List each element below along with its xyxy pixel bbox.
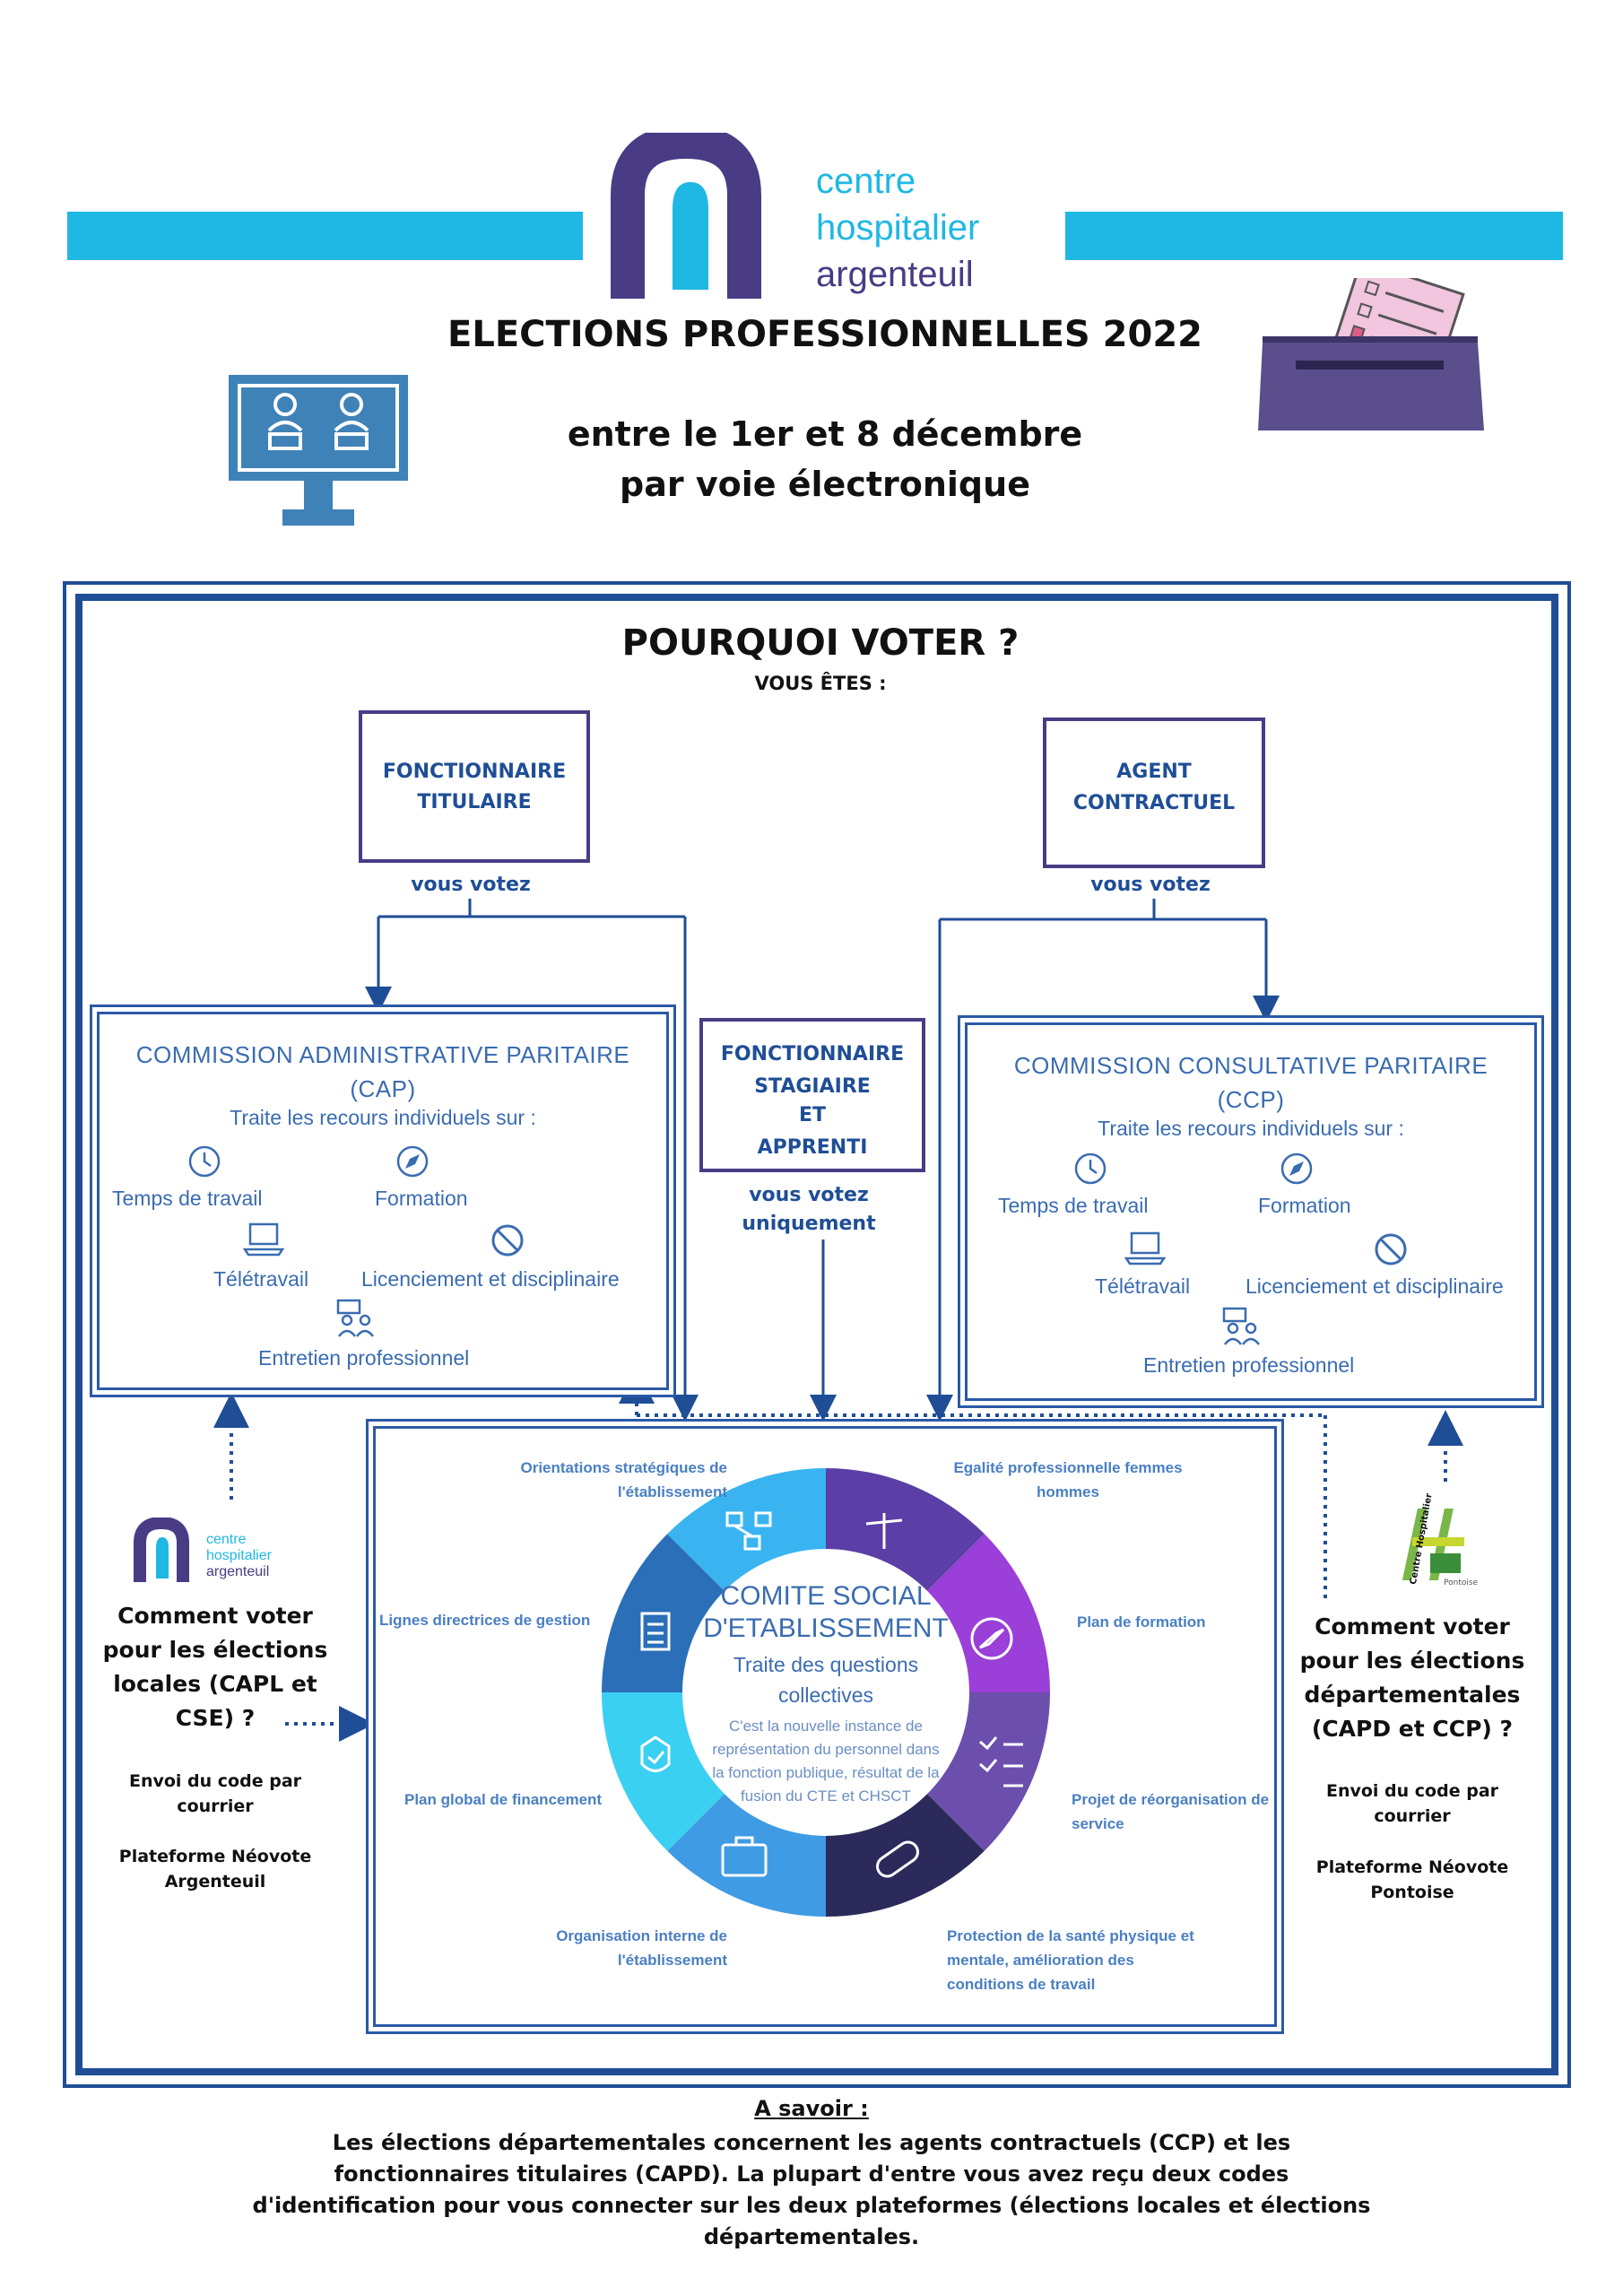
right-info-1: Envoi du code par courrier (1325, 1781, 1499, 1826)
left-vote-label: vous votez (411, 874, 531, 896)
ccp-abbr: (CCP) (1217, 1086, 1285, 1113)
cse-title-2: D'ETABLISSEMENT (703, 1613, 949, 1643)
left-info-1: Envoi du code par courrier (128, 1771, 302, 1816)
meeting-icon (336, 1299, 374, 1337)
left-info-2: Plateforme Néovote Argenteuil (118, 1847, 312, 1892)
cse-desc-4: fusion du CTE et CHSCT (741, 1787, 911, 1805)
cse-desc-3: la fonction publique, résultat de la (712, 1764, 940, 1781)
ccp-item-temps: Temps de travail (998, 1194, 1149, 1217)
cap-sub: Traite les recours individuels sur : (230, 1106, 536, 1129)
left-side-title: Comment voter pour les élections locales… (102, 1603, 328, 1731)
cse-desc-1: C'est la nouvelle instance de (729, 1718, 923, 1735)
main-title: POURQUOI VOTER ? (621, 622, 1020, 664)
cap-item-teletravail: Télétravail (213, 1267, 309, 1291)
right-info-2: Plateforme Néovote Pontoise (1315, 1857, 1509, 1902)
compass-icon (396, 1145, 429, 1178)
accent-bar-right (1065, 212, 1563, 260)
prohibited-icon (1375, 1233, 1407, 1265)
ccp-sub: Traite les recours individuels sur : (1098, 1117, 1404, 1140)
prohibited-icon (491, 1224, 524, 1257)
logo-text-3: argenteuil (816, 255, 974, 294)
ballot-box-icon (1258, 278, 1484, 430)
compass-icon (1280, 1152, 1313, 1185)
clock-icon (1074, 1152, 1107, 1185)
hospital-logo: centre hospitalier argenteuil (583, 124, 1065, 309)
topic-plan-formation: Plan de formation (1077, 1613, 1206, 1631)
accent-bar-left (67, 212, 583, 260)
ccp-title: COMMISSION CONSULTATIVE PARITAIRE (1013, 1052, 1488, 1079)
laptop-icon (243, 1222, 284, 1257)
ccp-item-formation: Formation (1258, 1194, 1351, 1217)
ccp-item-licenciement: Licenciement et disciplinaire (1245, 1274, 1504, 1298)
method-line: par voie électronique (620, 465, 1030, 504)
cap-abbr: (CAP) (350, 1075, 416, 1102)
cse-wheel (602, 1468, 1050, 1917)
cse-box: COMITE SOCIAL D'ETABLISSEMENT Traite des… (366, 1419, 1284, 2034)
cse-sub-1: Traite des questions (733, 1653, 919, 1676)
logo-text-1: centre (816, 161, 916, 201)
cse-sub-2: collectives (777, 1683, 874, 1707)
cap-box: COMMISSION ADMINISTRATIVE PARITAIRE (CAP… (90, 1004, 676, 1397)
cse-desc-2: représentation du personnel dans (712, 1741, 940, 1758)
footer-heading: A savoir : (754, 2096, 869, 2121)
cap-item-formation: Formation (375, 1187, 468, 1210)
small-hospital-logo: centre hospitalier argenteuil (133, 1516, 294, 1587)
cse-title-1: COMITE SOCIAL (720, 1581, 932, 1611)
cap-item-licenciement: Licenciement et disciplinaire (361, 1267, 620, 1291)
computer-vote-icon (229, 375, 408, 526)
ccp-box: COMMISSION CONSULTATIVE PARITAIRE (CCP) … (958, 1015, 1544, 1408)
logo-n-icon (134, 1518, 189, 1582)
cap-title: COMMISSION ADMINISTRATIVE PARITAIRE (135, 1041, 630, 1068)
status-box-contractuel: AGENT CONTRACTUEL (1043, 718, 1265, 868)
page-title: ELECTIONS PROFESSIONNELLES 2022 (447, 314, 1202, 355)
main-frame (63, 581, 1571, 2088)
dates-line: entre le 1er et 8 décembre (567, 414, 1083, 454)
main-subtitle: VOUS ÊTES : (754, 673, 887, 694)
logo-n-icon (611, 133, 761, 299)
middle-vote-2: uniquement (742, 1213, 876, 1235)
cap-item-temps: Temps de travail (112, 1187, 263, 1210)
status-box-stagiaire: FONCTIONNAIRE STAGIAIRE ET APPRENTI (699, 1018, 925, 1172)
logo-text-2: hospitalier (816, 208, 980, 248)
ccp-item-entretien: Entretien professionnel (1143, 1353, 1355, 1377)
ccp-item-teletravail: Télétravail (1095, 1274, 1191, 1298)
topic-plan-financement: Plan global de financement (404, 1791, 603, 1808)
pontoise-logo-icon (1402, 1509, 1464, 1580)
middle-vote-1: vous votez (749, 1184, 869, 1206)
status-box-titulaire: FONCTIONNAIRE TITULAIRE (359, 710, 590, 863)
right-side-title: Comment voter pour les élections départe… (1299, 1613, 1525, 1742)
footer-text: Les élections départementales concernent… (252, 2130, 1371, 2249)
right-vote-label: vous votez (1090, 874, 1211, 896)
laptop-icon (1124, 1231, 1166, 1265)
topic-lignes: Lignes directrices de gestion (379, 1612, 591, 1629)
meeting-icon (1222, 1307, 1260, 1345)
pontoise-logo: Centre Hospitalier Pontoise (1394, 1492, 1484, 1598)
cap-item-entretien: Entretien professionnel (258, 1346, 470, 1370)
clock-icon (188, 1145, 221, 1178)
